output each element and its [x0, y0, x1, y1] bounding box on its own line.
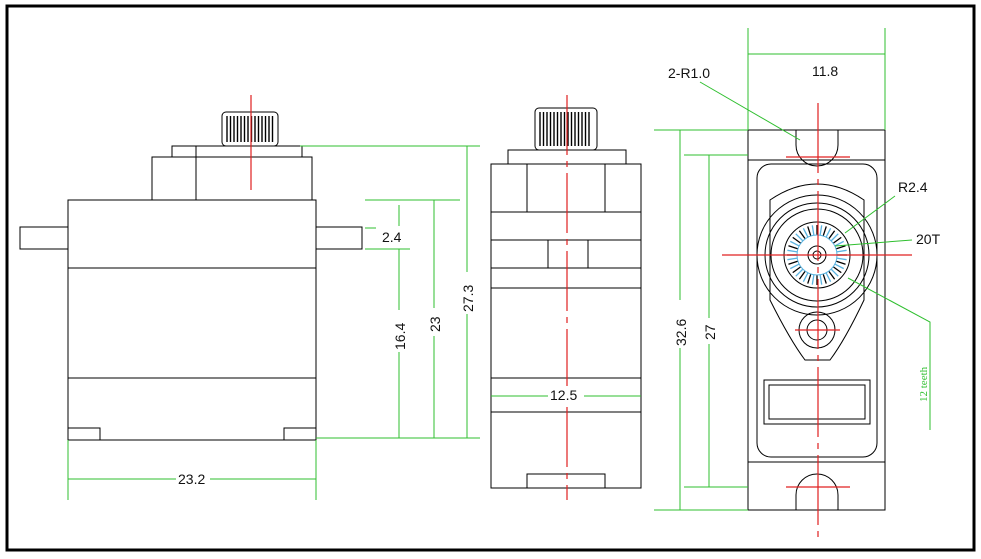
gear-tooth — [795, 233, 804, 242]
front-left-tab — [19, 226, 69, 250]
gear-tooth — [822, 273, 827, 284]
gear-tooth — [828, 230, 836, 240]
gear-tooth — [830, 268, 839, 277]
top-body — [756, 163, 878, 458]
gear-tooth — [835, 260, 846, 265]
gear-tooth — [835, 245, 846, 250]
gear-tooth — [789, 240, 800, 247]
label-height-body: 23 — [427, 316, 443, 332]
label-height-top-total: 32.6 — [673, 319, 689, 346]
front-spline — [221, 111, 279, 147]
top-mounting-slot-top — [795, 130, 839, 167]
gear-tooth — [830, 233, 839, 242]
gear-tooth — [825, 272, 832, 283]
label-shaft-radius: R2.4 — [898, 179, 928, 195]
side-body — [490, 163, 642, 489]
label-spline-count: 20T — [916, 231, 941, 247]
gear-tooth — [834, 263, 845, 270]
gear-tooth — [807, 226, 812, 237]
front-view — [19, 111, 363, 441]
gear-tooth — [795, 268, 804, 277]
gear-tooth — [807, 273, 812, 284]
gear-tooth — [798, 270, 806, 280]
gear-tooth — [832, 266, 842, 274]
side-view — [490, 107, 642, 489]
gear-tooth — [825, 227, 832, 238]
gear-tooth — [787, 249, 798, 253]
gear-tooth — [811, 274, 815, 285]
gear-tooth — [788, 245, 799, 250]
front-upper-housing — [151, 156, 313, 201]
top-centerlines — [722, 103, 912, 540]
gear-tooth — [836, 249, 847, 253]
gear-tooth — [834, 240, 845, 247]
top-view — [747, 129, 886, 511]
gear-tooth — [828, 270, 836, 280]
label-tab-thickness: 2.4 — [382, 229, 402, 245]
gear-tooth — [819, 274, 823, 285]
top-mounting-slot-bottom — [795, 473, 839, 510]
label-hole-spacing-width: 11.8 — [812, 63, 838, 79]
gear-tooth — [836, 257, 847, 261]
side-spline — [534, 107, 598, 151]
front-body — [67, 199, 317, 441]
gear-tooth — [802, 227, 809, 238]
label-height-to-tab: 16.4 — [392, 323, 408, 350]
top-dimensions — [654, 28, 931, 511]
label-hole-spacing-height: 27 — [702, 324, 718, 340]
label-width-side: 12.5 — [550, 387, 577, 403]
gear-tooth — [822, 226, 827, 237]
gear-tooth — [819, 225, 823, 236]
gear-tooth — [787, 257, 798, 261]
drawing-frame — [5, 4, 976, 552]
gear-tooth — [792, 266, 802, 274]
top-outline — [747, 129, 886, 511]
gear-tooth — [788, 260, 799, 265]
gear-tooth — [798, 230, 806, 240]
gear-tooth — [832, 236, 842, 244]
front-dimensions — [67, 145, 480, 500]
gear-tooth — [802, 272, 809, 283]
label-width-front: 23.2 — [178, 471, 205, 487]
front-right-tab — [315, 226, 363, 250]
gear-tooth — [792, 236, 802, 244]
top-label-window — [763, 379, 871, 425]
label-height-total: 27.3 — [460, 285, 476, 312]
gear-tooth — [789, 263, 800, 270]
label-teeth-note: 12 teeth — [918, 366, 930, 402]
label-hole-radius: 2-R1.0 — [668, 65, 710, 81]
gear-tooth — [811, 225, 815, 236]
